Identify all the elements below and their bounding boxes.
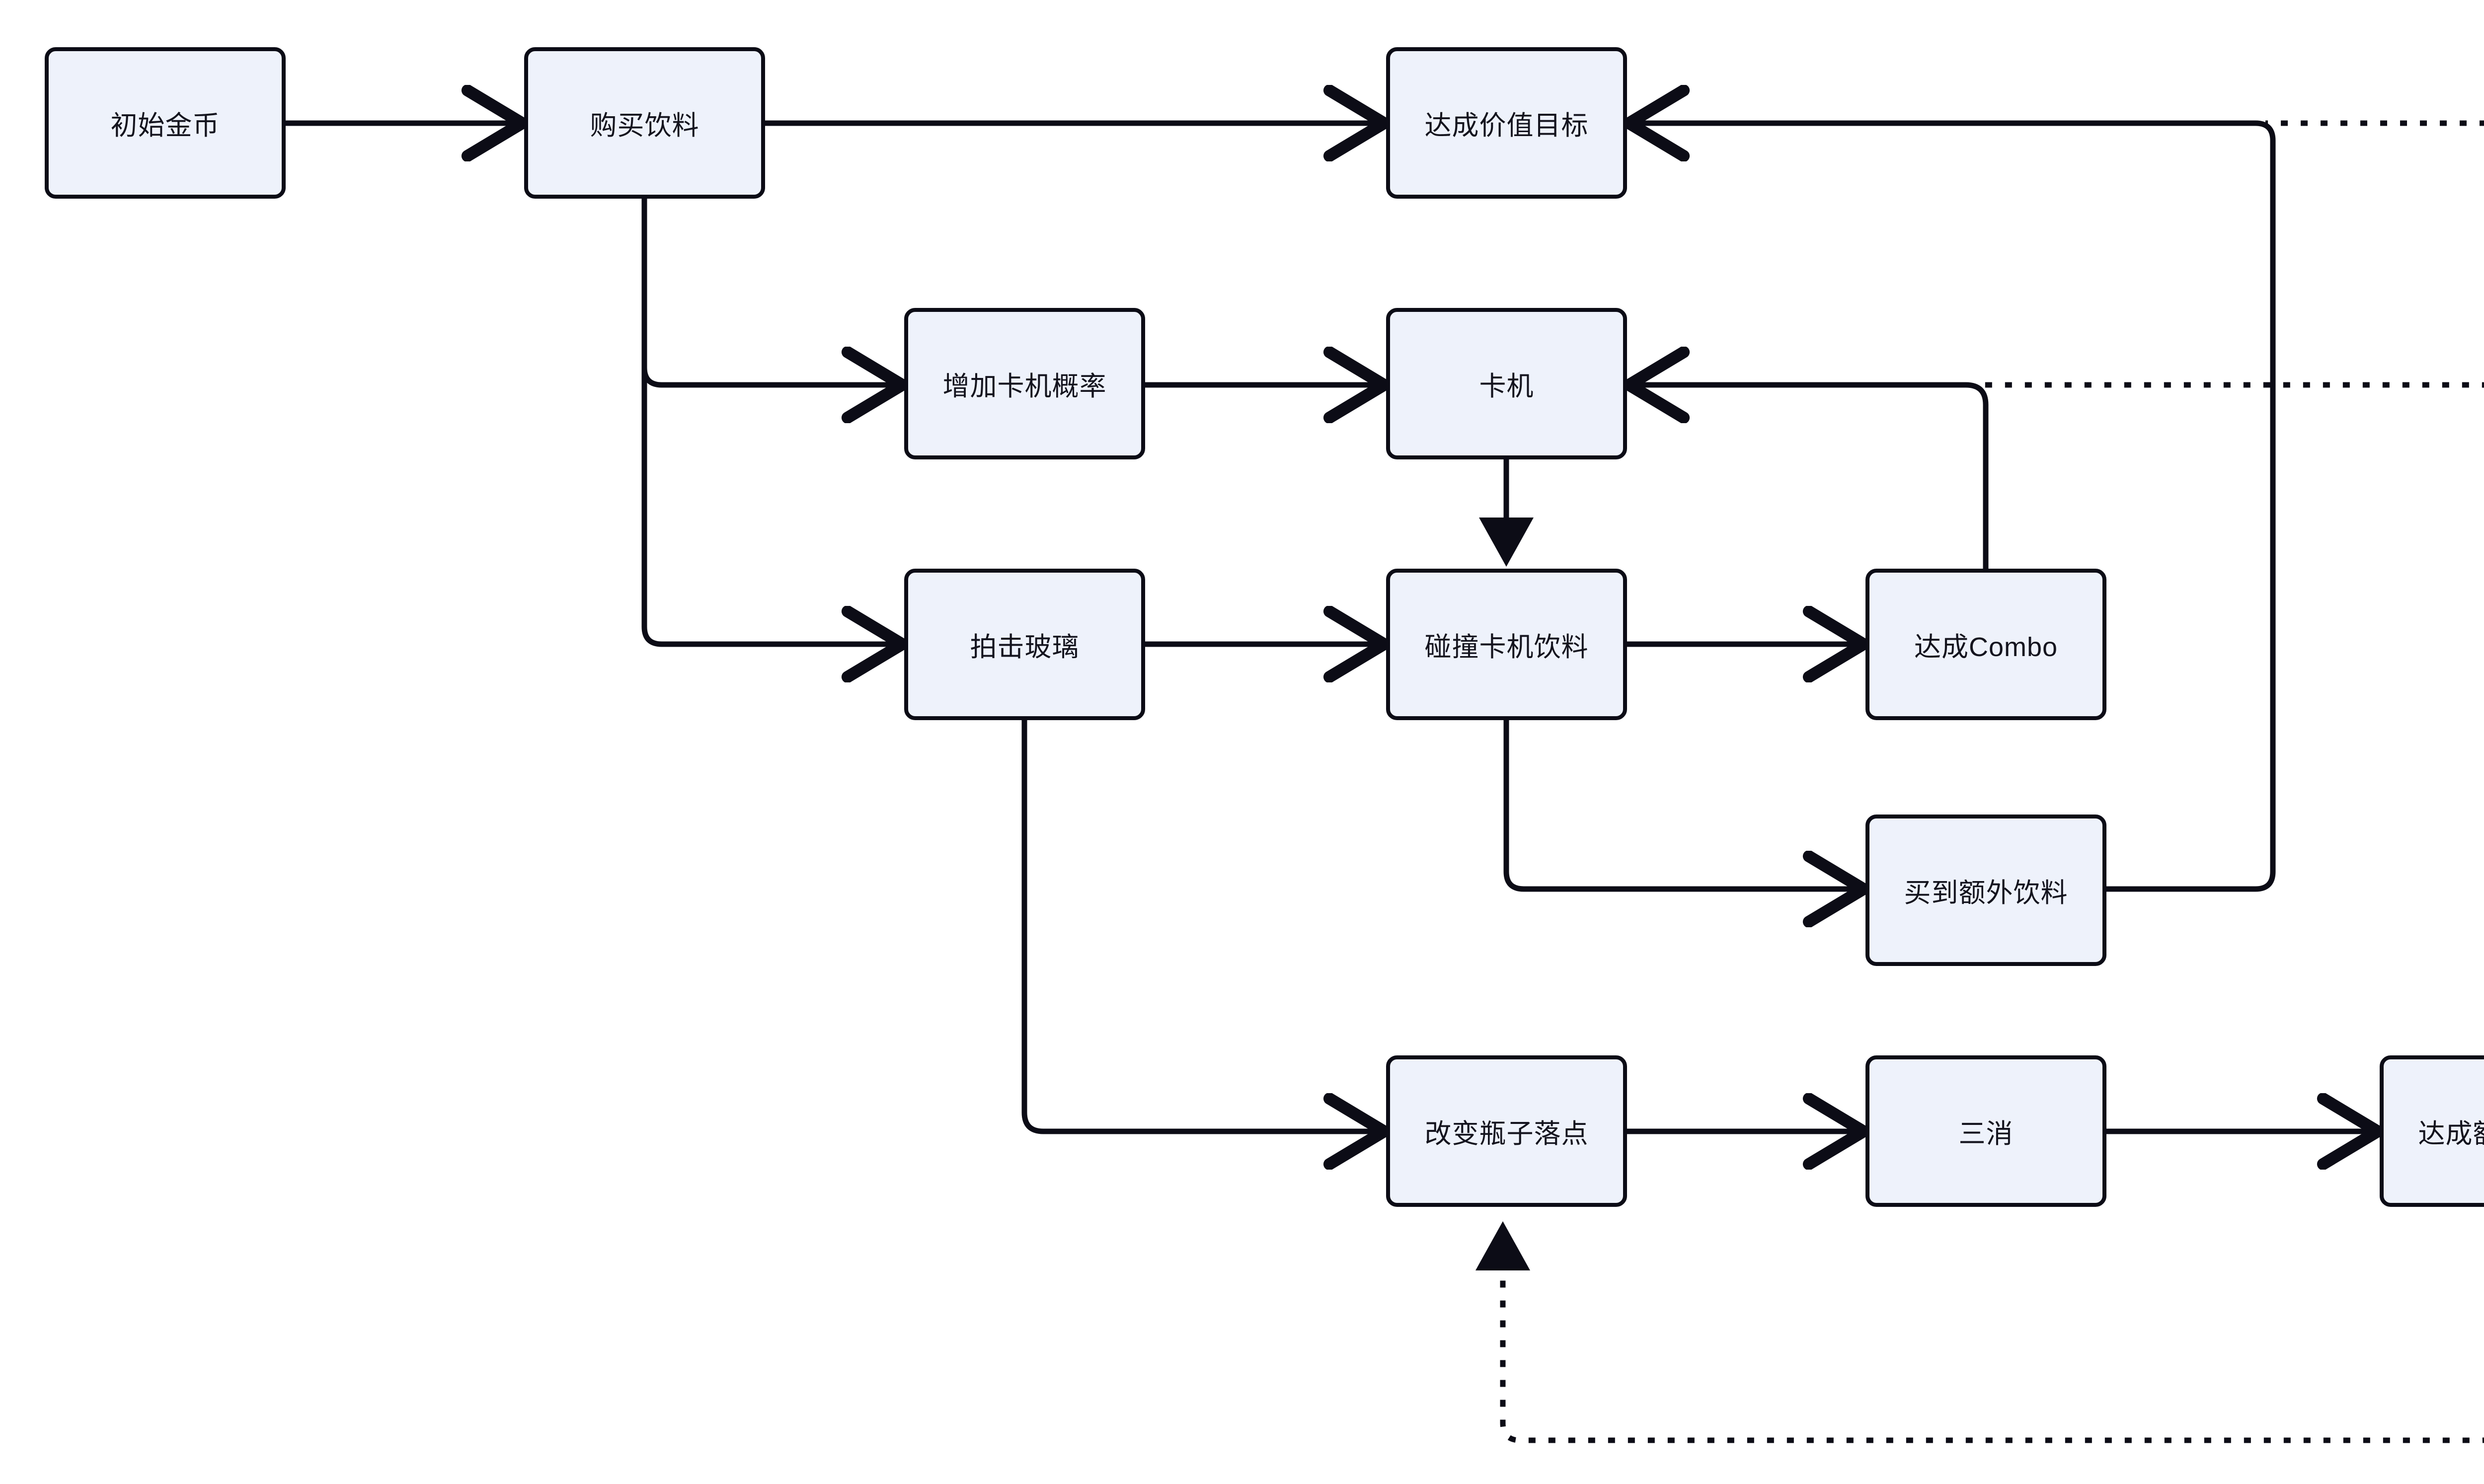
edge-extra-effect-to-jam-dotted xyxy=(1977,382,2484,388)
node-label: 达成Combo xyxy=(1914,632,2058,662)
node-label: 达成额外效果 xyxy=(2418,1119,2484,1149)
edge-buy-drink-to-tap-glass xyxy=(641,199,897,644)
node-change-landing[interactable]: 改变瓶子落点 xyxy=(1386,1055,1627,1207)
node-match3[interactable]: 三消 xyxy=(1865,1055,2106,1207)
node-label: 改变瓶子落点 xyxy=(1424,1119,1589,1149)
edge-extra-effect-to-value-goal-dotted xyxy=(2265,120,2484,126)
node-tap-glass[interactable]: 拍击玻璃 xyxy=(904,569,1145,720)
node-value-goal[interactable]: 达成价值目标 xyxy=(1386,47,1627,199)
node-extra-effect[interactable]: 达成额外效果 xyxy=(2380,1055,2484,1207)
node-collide-jam[interactable]: 碰撞卡机饮料 xyxy=(1386,569,1627,720)
node-combo[interactable]: 达成Combo xyxy=(1865,569,2106,720)
edge-tap-glass-to-change-landing xyxy=(1021,720,1379,1131)
node-label: 买到额外饮料 xyxy=(1904,878,2068,908)
node-buy-drink[interactable]: 购买饮料 xyxy=(524,47,765,199)
node-label: 三消 xyxy=(1958,1119,2014,1149)
node-label: 拍击玻璃 xyxy=(970,632,1080,662)
edge-buy-drink-to-jam-chance xyxy=(641,199,897,385)
edge-extra-effect-to-change-landing-dotted xyxy=(1475,1221,2484,1443)
node-label: 达成价值目标 xyxy=(1424,111,1589,141)
node-start-coins[interactable]: 初始金币 xyxy=(45,47,286,199)
node-label: 购买饮料 xyxy=(590,111,699,141)
edge-collide-jam-to-extra-drink xyxy=(1503,720,1858,889)
node-label: 初始金币 xyxy=(110,111,220,141)
node-jam[interactable]: 卡机 xyxy=(1386,308,1627,459)
node-label: 增加卡机概率 xyxy=(942,371,1107,401)
edge-extra-drink-to-value-goal xyxy=(1634,123,2276,892)
node-label: 卡机 xyxy=(1479,371,1534,401)
node-jam-chance[interactable]: 增加卡机概率 xyxy=(904,308,1145,459)
node-extra-drink[interactable]: 买到额外饮料 xyxy=(1865,815,2106,966)
node-label: 碰撞卡机饮料 xyxy=(1424,632,1589,662)
edge-combo-to-jam xyxy=(1634,385,1989,569)
